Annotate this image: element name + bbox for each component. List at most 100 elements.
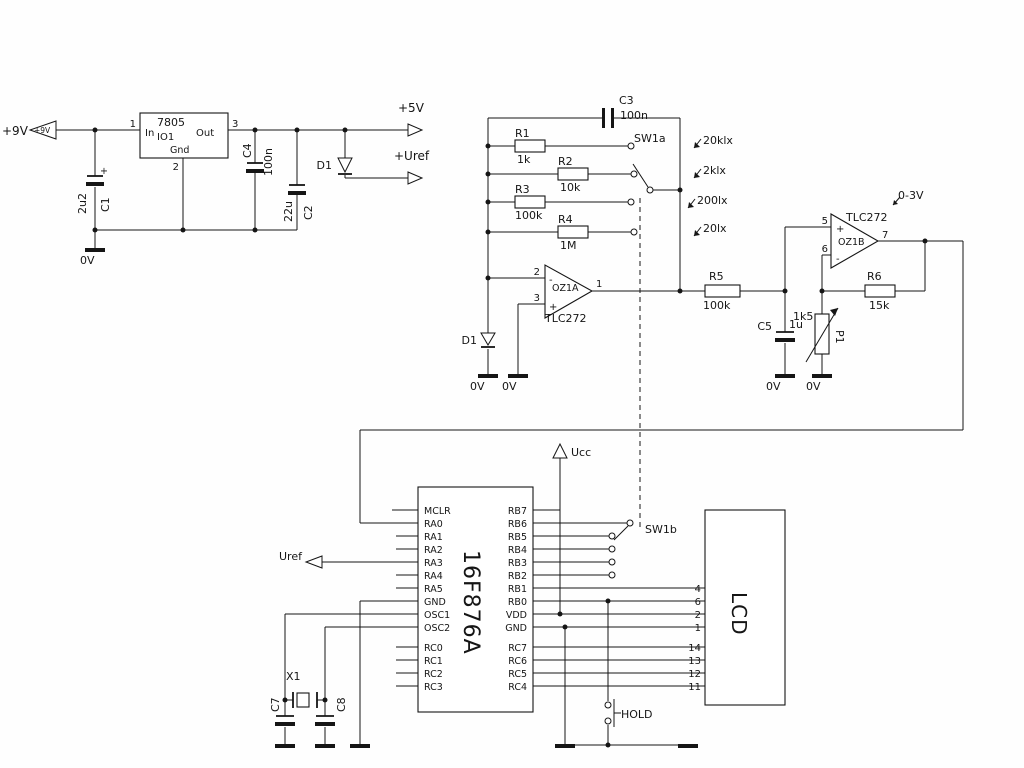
regulator-ref: IO1 xyxy=(157,132,174,143)
oz1b-plus: + xyxy=(836,224,844,235)
capacitor-c4 xyxy=(246,162,264,173)
lcd-pin-1: 1 xyxy=(695,623,701,634)
supply-arrow-uref-out xyxy=(407,171,424,185)
pin-gnd-right: GND xyxy=(505,623,527,634)
c1-value: 2u2 xyxy=(76,193,89,214)
photodiode-d1 xyxy=(480,332,496,348)
r4-value: 1M xyxy=(560,239,577,252)
oz1a-pin2: 2 xyxy=(534,267,540,278)
lcd-pin-11: 11 xyxy=(688,682,701,693)
mcu-ground-icons xyxy=(275,744,698,748)
switch-sw1b xyxy=(608,519,634,579)
oz1b-ref: OZ1B xyxy=(838,237,865,248)
pin-ra4: RA4 xyxy=(424,571,443,582)
c1-ref: C1 xyxy=(99,197,112,212)
range-20klx: 20klx xyxy=(703,134,733,147)
p1-value: 1k5 xyxy=(793,310,813,323)
amp-junction-dots xyxy=(485,143,928,294)
oz1a-pin3: 3 xyxy=(534,293,540,304)
pin-rb0: RB0 xyxy=(508,597,527,608)
oz1b-pin5: 5 xyxy=(822,216,828,227)
resistor-r6 xyxy=(864,284,896,298)
supply-arrow-5v xyxy=(407,123,424,137)
oz1b-minus: - xyxy=(836,254,840,265)
oz1a-part: TLC272 xyxy=(544,312,587,325)
opamp-oz1a xyxy=(544,264,594,319)
pin-rc3: RC3 xyxy=(424,682,443,693)
lcd-box xyxy=(704,509,786,706)
range-arrow-icons xyxy=(687,138,702,237)
pin-rc4: RC4 xyxy=(508,682,527,693)
pin-ra1: RA1 xyxy=(424,532,443,543)
x1-ref: X1 xyxy=(286,670,301,683)
p1-ref: P1 xyxy=(833,330,846,344)
pin-ra5: RA5 xyxy=(424,584,443,595)
vin-label: +9V xyxy=(2,124,29,138)
r4-ref: R4 xyxy=(558,213,573,226)
capacitor-c7 xyxy=(275,715,295,726)
resistor-r3 xyxy=(514,195,546,209)
mcu-junction-dots xyxy=(282,598,611,748)
regulator-pin2: 2 xyxy=(173,162,179,173)
pin-rb6: RB6 xyxy=(508,519,527,530)
gnd-label: 0V xyxy=(502,380,517,393)
resistor-r1 xyxy=(514,139,546,153)
c4-value: 100n xyxy=(262,148,275,176)
pin-rb2: RB2 xyxy=(508,571,527,582)
oz1b-pin6: 6 xyxy=(822,244,828,255)
resistor-r5 xyxy=(704,284,741,298)
uref-label: Uref xyxy=(279,550,303,563)
pin-rc6: RC6 xyxy=(508,656,527,667)
mcu-part-label: 16F876A xyxy=(458,550,483,655)
pin-osc1: OSC1 xyxy=(424,610,450,621)
mcu-box xyxy=(417,486,534,713)
r6-ref: R6 xyxy=(867,270,882,283)
switch-sw1a xyxy=(627,142,654,236)
pin-rb4: RB4 xyxy=(508,545,527,556)
pin-ra3: RA3 xyxy=(424,558,443,569)
regulator-out: Out xyxy=(196,128,214,139)
oz1a-ref: OZ1A xyxy=(552,283,579,294)
range-2klx: 2klx xyxy=(703,164,726,177)
pin-rb3: RB3 xyxy=(508,558,527,569)
ucc-arrow-icon xyxy=(552,442,568,459)
c2-value: 22u xyxy=(282,201,295,222)
power-junction-dots xyxy=(92,127,348,233)
pushbutton-hold xyxy=(604,699,621,727)
c3-value: 100n xyxy=(620,109,648,122)
pin-rc2: RC2 xyxy=(424,669,443,680)
pin-vdd: VDD xyxy=(506,610,527,621)
crystal-x1 xyxy=(292,692,318,708)
c4-ref: C4 xyxy=(241,143,254,158)
r3-ref: R3 xyxy=(515,183,530,196)
amp-ground-icons xyxy=(478,374,832,378)
vout-label: +5V xyxy=(398,101,425,115)
c5-value: 1u xyxy=(789,318,803,331)
regulator-7805-body xyxy=(139,112,229,159)
lcd-pin-4: 4 xyxy=(695,584,701,595)
pin-ra0: RA0 xyxy=(424,519,443,530)
resistor-r2 xyxy=(557,167,589,181)
r5-value: 100k xyxy=(703,299,731,312)
lcd-label: LCD xyxy=(727,592,751,636)
regulator-gnd: Gnd xyxy=(170,145,189,156)
range-20lx: 20lx xyxy=(703,222,727,235)
amplifier-section: C3 100n R1 1k R2 10k R3 100k R4 1M SW1a … xyxy=(359,94,964,528)
lcd-pin-12: 12 xyxy=(688,669,701,680)
capacitor-c1 xyxy=(86,175,104,186)
regulator-pin1: 1 xyxy=(130,119,136,130)
range-200lx: 200lx xyxy=(697,194,728,207)
lcd-pin-6: 6 xyxy=(695,597,701,608)
output-range-label: 0-3V xyxy=(898,189,924,202)
vin-arrow-label: +9V xyxy=(34,126,51,135)
regulator-pin3: 3 xyxy=(232,119,238,130)
regulator-part: 7805 xyxy=(157,116,185,129)
lcd-pin-2: 2 xyxy=(695,610,701,621)
regulator-in: In xyxy=(145,128,154,139)
pin-rc1: RC1 xyxy=(424,656,443,667)
c7-ref: C7 xyxy=(269,697,282,712)
r2-ref: R2 xyxy=(558,155,573,168)
capacitor-c8 xyxy=(315,715,335,726)
